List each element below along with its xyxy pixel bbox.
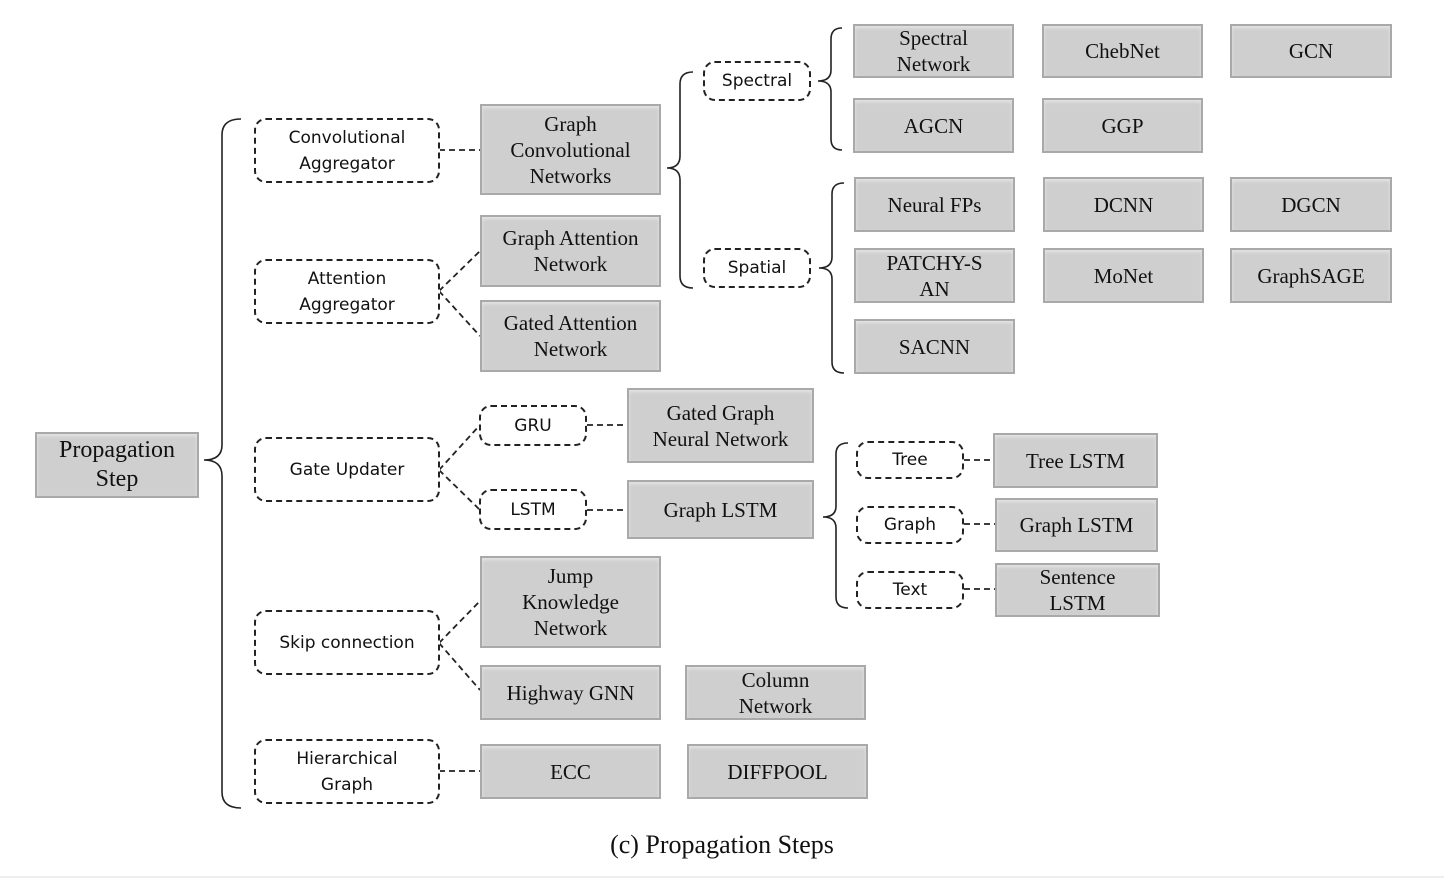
- diffpool-node: DIFFPOOL: [687, 744, 868, 799]
- ggnn-node: Gated Graph Neural Network: [627, 388, 814, 463]
- attention-aggregator-node: Attention Aggregator: [254, 259, 440, 324]
- ggnn-label: Gated Graph Neural Network: [652, 400, 789, 451]
- connector: [438, 600, 481, 644]
- lstm-node: LSTM: [479, 489, 587, 530]
- gate-updater-label: Gate Updater: [289, 459, 405, 480]
- jkn-label: Jump Knowledge Network: [522, 564, 619, 640]
- spectral-network-node: Spectral Network: [853, 24, 1014, 78]
- gat-node: Graph Attention Network: [480, 215, 661, 287]
- graph-node: Graph: [856, 506, 964, 544]
- connector: [438, 642, 481, 691]
- patchy-san-label: PATCHY-SAN: [886, 250, 983, 301]
- spatial-node: Spatial: [703, 248, 811, 288]
- graph-lstm-2-label: Graph LSTM: [1019, 513, 1134, 537]
- gcn-family-node: Graph Convolutional Networks: [480, 104, 661, 195]
- connector: [438, 424, 481, 471]
- propagation-step-label: Propagation Step: [59, 437, 175, 492]
- monet-label: MoNet: [1093, 263, 1154, 288]
- graphsage-label: GraphSAGE: [1257, 263, 1365, 288]
- figure-caption: (c) Propagation Steps: [610, 830, 834, 859]
- gate-updater-node: Gate Updater: [254, 437, 440, 502]
- main-brace: [203, 118, 242, 809]
- ggp-node: GGP: [1042, 98, 1203, 153]
- text-node: Text: [856, 571, 964, 609]
- chebnet-label: ChebNet: [1085, 39, 1160, 63]
- agcn-label: AGCN: [903, 113, 964, 138]
- propagation-step-node: Propagation Step: [35, 432, 199, 498]
- tree-lstm-label: Tree LSTM: [1026, 448, 1125, 473]
- patchy-san-node: PATCHY-SAN: [854, 248, 1015, 303]
- attention-aggregator-label: Attention Aggregator: [299, 268, 395, 315]
- graph-lstm-label: Graph LSTM: [663, 497, 778, 522]
- gat-label: Graph Attention Network: [502, 226, 639, 276]
- gcn-family-label: Graph Convolutional Networks: [510, 111, 631, 188]
- gaan-node: Gated Attention Network: [480, 300, 661, 372]
- dgcn-node: DGCN: [1230, 177, 1392, 232]
- skip-connection-label: Skip connection: [279, 632, 415, 653]
- text-label: Text: [892, 580, 928, 600]
- tree-label: Tree: [892, 450, 928, 470]
- ggp-label: GGP: [1101, 113, 1144, 138]
- gru-label: GRU: [514, 415, 552, 436]
- highway-gnn-label: Highway GNN: [506, 680, 635, 705]
- agcn-node: AGCN: [853, 98, 1014, 153]
- hierarchical-graph-label: Hierarchical Graph: [296, 748, 398, 795]
- connector: [438, 469, 481, 511]
- dcnn-label: DCNN: [1093, 192, 1154, 217]
- dcnn-node: DCNN: [1043, 177, 1204, 232]
- diffpool-label: DIFFPOOL: [727, 759, 828, 784]
- graphsage-node: GraphSAGE: [1230, 248, 1392, 303]
- graph-label: Graph: [883, 515, 937, 535]
- spectral-network-label: Spectral Network: [896, 26, 971, 76]
- gru-node: GRU: [479, 405, 587, 446]
- tree-node: Tree: [856, 441, 964, 479]
- chebnet-node: ChebNet: [1042, 24, 1203, 78]
- graph-lstm-node: Graph LSTM: [627, 480, 814, 539]
- jkn-node: Jump Knowledge Network: [480, 556, 661, 648]
- dgcn-label: DGCN: [1281, 192, 1341, 217]
- sentence-lstm-node: Sentence LSTM: [995, 563, 1160, 617]
- column-network-label: Column Network: [738, 667, 813, 718]
- highway-gnn-node: Highway GNN: [480, 665, 661, 720]
- connector: [438, 290, 481, 337]
- graph-lstm-2-node: Graph LSTM: [995, 498, 1158, 552]
- gcn-label: GCN: [1288, 39, 1334, 63]
- column-network-node: Column Network: [685, 665, 866, 720]
- convolutional-aggregator-label: Convolutional Aggregator: [288, 127, 406, 174]
- bottom-divider: [0, 876, 1444, 878]
- spectral-node: Spectral: [703, 61, 811, 101]
- gcn-brace: [666, 71, 694, 289]
- tree-lstm-node: Tree LSTM: [993, 433, 1158, 488]
- ecc-label: ECC: [550, 759, 591, 784]
- lstm-brace: [822, 442, 849, 609]
- skip-connection-node: Skip connection: [254, 610, 440, 675]
- sentence-lstm-label: Sentence LSTM: [1039, 565, 1116, 615]
- gcn-node: GCN: [1230, 24, 1392, 78]
- neural-fps-label: Neural FPs: [887, 192, 982, 217]
- monet-node: MoNet: [1043, 248, 1204, 303]
- ecc-node: ECC: [480, 744, 661, 799]
- sacnn-node: SACNN: [854, 319, 1015, 374]
- spectral-brace: [817, 27, 843, 151]
- connector: [438, 250, 481, 292]
- neural-fps-node: Neural FPs: [854, 177, 1015, 232]
- lstm-label: LSTM: [510, 499, 556, 520]
- convolutional-aggregator-node: Convolutional Aggregator: [254, 118, 440, 183]
- spatial-brace: [818, 182, 845, 374]
- sacnn-label: SACNN: [898, 334, 971, 359]
- spectral-label: Spectral: [721, 71, 793, 91]
- gaan-label: Gated Attention Network: [503, 311, 638, 361]
- hierarchical-graph-node: Hierarchical Graph: [254, 739, 440, 804]
- spatial-label: Spatial: [727, 258, 787, 278]
